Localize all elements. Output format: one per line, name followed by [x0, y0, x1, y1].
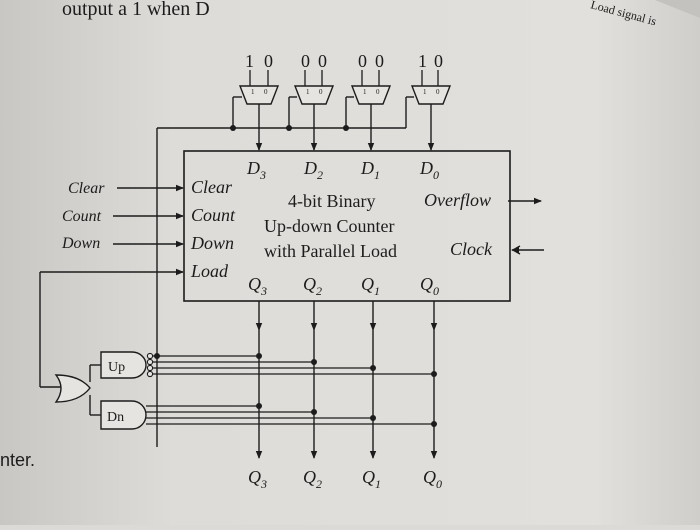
or-gate [54, 374, 91, 403]
bottom-q0-label: Q0 [423, 467, 442, 491]
external-input-labels: Clear Count Down [61, 180, 105, 252]
mux-2-left-input: 0 [358, 51, 367, 71]
external-input-wires [113, 184, 544, 255]
bottom-q2-label: Q2 [303, 467, 322, 491]
mux-0 [238, 85, 280, 105]
mux-3-right-input: 0 [434, 51, 443, 71]
dn-gate [100, 400, 147, 430]
or-gate-wires [89, 364, 101, 416]
mux-2-right-input: 0 [375, 51, 384, 71]
select-junction-dots [230, 125, 349, 131]
muxes [238, 85, 452, 105]
connection-dots [154, 353, 437, 427]
clock-label: Clock [450, 239, 493, 259]
q1-label: Q1 [361, 274, 380, 298]
counter-title-line-3: with Parallel Load [264, 241, 397, 261]
mux-3 [410, 85, 452, 105]
mux-0-right-input: 0 [264, 51, 273, 71]
bottom-q1-label: Q1 [362, 467, 381, 491]
mux-input-wires [249, 70, 439, 86]
up-gate [100, 351, 147, 379]
mux-1-inner-right: 0 [319, 88, 323, 96]
counter-control-inputs: Clear Count Down Load [190, 177, 236, 281]
q2-label: Q2 [303, 274, 322, 298]
mux-inner-labels: 1 0 1 0 1 0 1 0 [251, 88, 440, 96]
mux-2 [350, 85, 392, 105]
bottom-output-labels: Q3 Q2 Q1 Q0 [248, 467, 442, 491]
external-clear-label: Clear [68, 180, 105, 197]
mux-2-inner-left: 1 [363, 88, 367, 96]
q3-label: Q3 [248, 274, 267, 298]
mux-1-right-input: 0 [318, 51, 327, 71]
mux-3-inner-left: 1 [423, 88, 427, 96]
counter-outputs: Q3 Q2 Q1 Q0 [248, 274, 439, 298]
counter-count-label: Count [191, 205, 236, 225]
counter-title-line-1: 4-bit Binary [288, 191, 376, 211]
counter-data-inputs: D3 D2 D1 D0 [246, 158, 439, 182]
d0-label: D0 [419, 158, 439, 182]
external-count-label: Count [62, 208, 102, 225]
dn-gate-input-wires [146, 405, 434, 425]
counter-clear-label: Clear [191, 177, 233, 197]
dn-gate-label: Dn [107, 410, 124, 425]
mux-0-left-input: 1 [245, 51, 254, 71]
counter-box [183, 150, 511, 302]
mux-3-left-input: 1 [418, 51, 427, 71]
up-gate-bubbles [146, 352, 154, 378]
load-feedback-wire [39, 268, 184, 388]
counter-output-wires [255, 301, 438, 459]
left-text-fragment: nter. [0, 450, 35, 470]
counter-load-label: Load [190, 261, 229, 281]
mux-input-labels: 1 0 0 0 0 0 1 0 [245, 51, 443, 71]
d2-label: D2 [303, 158, 323, 182]
up-gate-label: Up [108, 360, 125, 375]
d3-label: D3 [246, 158, 266, 182]
top-text-fragment: output a 1 when D [62, 0, 210, 20]
mux-3-inner-right: 0 [436, 88, 440, 96]
mux-0-inner-right: 0 [264, 88, 268, 96]
up-gate-input-wires [153, 355, 434, 375]
overflow-label: Overflow [424, 190, 491, 210]
external-down-label: Down [61, 235, 100, 252]
mux-1-inner-left: 1 [306, 88, 310, 96]
counter-down-label: Down [190, 233, 234, 253]
page-edge [655, 0, 700, 18]
mux-select-and-output-wires [156, 96, 435, 447]
mux-1-left-input: 0 [301, 51, 310, 71]
mux-2-inner-right: 0 [376, 88, 380, 96]
counter-title: 4-bit Binary Up-down Counter with Parall… [264, 191, 397, 261]
q0-label: Q0 [420, 274, 439, 298]
counter-title-line-2: Up-down Counter [264, 216, 394, 236]
bottom-q3-label: Q3 [248, 467, 267, 491]
d1-label: D1 [360, 158, 380, 182]
mux-1 [293, 85, 335, 105]
mux-0-inner-left: 1 [251, 88, 255, 96]
